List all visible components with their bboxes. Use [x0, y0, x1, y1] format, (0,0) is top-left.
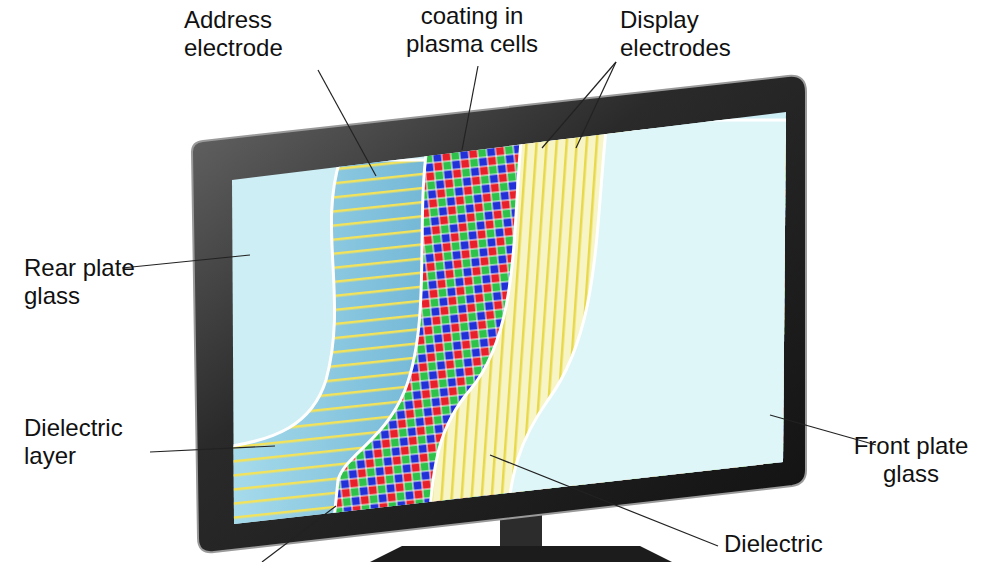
leader-line	[150, 446, 275, 452]
front-glass	[505, 120, 820, 540]
leader-line	[542, 62, 616, 148]
leader-line	[462, 66, 478, 150]
rear-glass	[220, 100, 820, 540]
part-label: Rear plate glass	[24, 254, 154, 310]
part-label: Display electrodes	[620, 6, 770, 62]
part-label: Dielectric layer	[24, 414, 154, 470]
screen-layers	[220, 100, 820, 540]
part-label: coating in plasma cells	[392, 2, 552, 58]
leader-line	[318, 70, 376, 176]
monitor-base	[370, 546, 672, 562]
part-label: Dielectric	[724, 530, 874, 558]
leader-line	[262, 506, 336, 562]
part-label: Front plate glass	[836, 432, 986, 488]
leader-lines	[122, 62, 876, 562]
part-label: Address electrode	[184, 6, 314, 62]
leader-line	[490, 455, 718, 546]
leader-line	[576, 62, 616, 148]
leader-line	[122, 255, 250, 268]
